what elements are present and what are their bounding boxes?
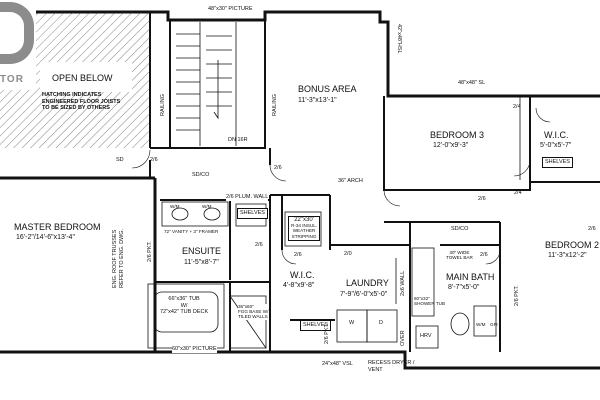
room-laundry-name: LAUNDRY — [346, 278, 389, 288]
pocket-door-label-1: 2/6 PKT. — [147, 241, 153, 262]
room-bedroom3-name: BEDROOM 3 — [430, 130, 485, 140]
door-label: 2/6 — [274, 165, 282, 171]
attic-hatch-line: WEATHER — [292, 228, 316, 234]
towel-bar-line: 30" WIDE — [449, 250, 470, 255]
door-label: 2/6 — [588, 226, 596, 232]
main-tub-line: 60"x32" — [414, 296, 430, 301]
wall-2x6-label: 2x6 WALL — [400, 270, 406, 296]
door-label: 2/4 — [514, 190, 522, 196]
attic-hatch-note: 22"x30' R-34 INSUL. WEATHER STRIPPING — [288, 216, 321, 241]
stair-label: DN 16R — [228, 137, 248, 143]
attic-hatch-line: R-34 INSUL. — [291, 223, 318, 229]
pocket-door-label-2: 2/6 PKT. — [514, 285, 520, 306]
tub-label-line: 66"x36" TUB — [168, 296, 200, 302]
fixtures — [147, 96, 521, 349]
tub-label-line: 72"x42" TUB DECK — [160, 309, 209, 315]
door-swings — [131, 107, 551, 265]
sd-co-label-2: SD/CO — [451, 226, 469, 232]
exterior-walls — [0, 10, 600, 370]
brand-logo-text: TOR — [0, 74, 24, 85]
stair-treads — [176, 22, 237, 146]
sd-co-label-1: SD/CO — [192, 172, 210, 178]
window-label-top: 48"x30" PICTURE — [208, 6, 253, 13]
arch-label: 36" ARCH — [338, 178, 363, 185]
roof-trusses-note-line: ENG. ROOF TRUSSES — [112, 229, 118, 288]
interior-walls — [149, 12, 600, 352]
brand-logo-mark — [0, 2, 34, 64]
attic-hatch-line: STRIPPING — [291, 233, 317, 239]
door-label: 2/6 — [480, 252, 488, 258]
shower-label-line: FGG BASE W/ — [238, 309, 269, 315]
room-main-bath-dims: 8'-7"x5'-0" — [448, 284, 480, 291]
wm-label-2: W/M — [202, 204, 212, 209]
recess-dryer-label: RECESS DRYER / VENT — [368, 360, 414, 373]
vanity-label: 72" VANITY + 3" FRAMER — [164, 229, 219, 234]
hatching-note-line: TO BE SIZED BY OTHERS — [42, 105, 110, 111]
shower-label-line: TILED WALLS — [238, 314, 268, 320]
room-wic-mid-name: W.I.C. — [290, 270, 315, 280]
room-main-bath-name: MAIN BATH — [446, 272, 495, 282]
dryer-label: D — [379, 320, 383, 326]
room-master-name: MASTER BEDROOM — [14, 222, 101, 232]
main-tub-label: 60"x32" SHOWER TUB — [414, 296, 445, 306]
railing-label-left: RAILING — [160, 93, 166, 116]
gfi-label: GFI — [490, 322, 498, 327]
recess-dryer-line: VENT — [368, 366, 383, 373]
door-label: 2/6 — [150, 157, 158, 163]
towel-bar-label: 30" WIDE TOWEL BAR — [446, 250, 473, 260]
room-bedroom2-name: BEDROOM 2 — [545, 240, 600, 250]
towel-bar-line: TOWEL BAR — [446, 255, 473, 261]
hatching-note: HATCHING INDICATES ENGINEERED FLOOR JOIS… — [42, 92, 120, 112]
shelves-label-wic-top: SHELVES — [542, 157, 573, 168]
tub-label: 66"x36" TUB W/ 72"x42" TUB DECK — [160, 296, 208, 316]
window-label-vsl: 24"x48" VSL — [322, 361, 353, 367]
door-label: 2/6 — [255, 242, 263, 248]
wm-label-1: W/M — [170, 204, 180, 209]
door-label: 2/0 — [344, 251, 352, 257]
plumbing-wall-label: 2/6 PLUM. WALL — [226, 194, 269, 201]
shelves-label-wic-mid: SHELVES — [300, 320, 331, 331]
room-master-dims: 16'-2"/14'-6"x13'-4" — [16, 234, 75, 241]
main-tub-line: SHOWER TUB — [414, 301, 446, 307]
door-label: 2/4 — [513, 104, 521, 110]
wm-label-3: W/M — [476, 322, 486, 327]
pocket-door-label-3: 2/6 PKT. — [324, 323, 330, 344]
room-bonus-name: BONUS AREA — [298, 84, 357, 94]
room-bedroom2-dims: 11'-3"x12'-2" — [548, 252, 587, 259]
room-bedroom3-dims: 12'-0"x9'-3" — [433, 142, 469, 149]
roof-trusses-note: ENG. ROOF TRUSSES REFER TO ENG. DWG. — [112, 229, 125, 288]
door-label: 2/6 — [294, 252, 302, 258]
window-label-hsl: 42"x48"HSL — [396, 24, 402, 54]
door-label: 2/6 — [478, 196, 486, 202]
room-bonus-dims: 11'-3"x13'-1" — [298, 97, 337, 104]
smoke-detector-label: SD — [116, 157, 124, 163]
room-wic-top-name: W.I.C. — [544, 130, 569, 140]
tub-label-line: W/ — [180, 302, 188, 309]
room-ensuite-name: ENSUITE — [182, 246, 222, 256]
shower-label: 36"x60" FGG BASE W/ TILED WALLS — [238, 304, 269, 320]
hatching-note-line: HATCHING INDICATES — [42, 92, 102, 98]
shower-label-line: 36"x60" — [238, 304, 254, 309]
hatching-note-line: ENGINEERED FLOOR JOISTS — [42, 98, 121, 105]
railing-label-right: RAILING — [272, 93, 278, 116]
over-label: OVER — [400, 330, 406, 346]
recess-dryer-line: RECESS DRYER / — [368, 360, 415, 366]
brand-logo: TOR — [0, 0, 36, 90]
window-label-bottom: 60"x30" PICTURE — [172, 346, 217, 353]
room-wic-mid-dims: 4'-8"x9'-8" — [283, 282, 315, 289]
room-wic-top-dims: 5'-0"x5'-7" — [540, 142, 572, 149]
hrv-label: HRV — [420, 333, 432, 339]
window-label-sl: 48"x48" SL — [458, 80, 486, 86]
shelves-label-ensuite: SHELVES — [237, 208, 268, 219]
room-ensuite-dims: 11'-5"x8'-7" — [184, 259, 219, 266]
washer-label: W — [349, 320, 355, 326]
room-open-below: OPEN BELOW — [52, 73, 113, 83]
roof-trusses-note-line: REFER TO ENG. DWG. — [118, 228, 125, 288]
room-laundry-dims: 7'-9"/6'-0"x5'-0" — [340, 291, 388, 298]
attic-hatch-line: 22"x30' — [294, 217, 314, 223]
